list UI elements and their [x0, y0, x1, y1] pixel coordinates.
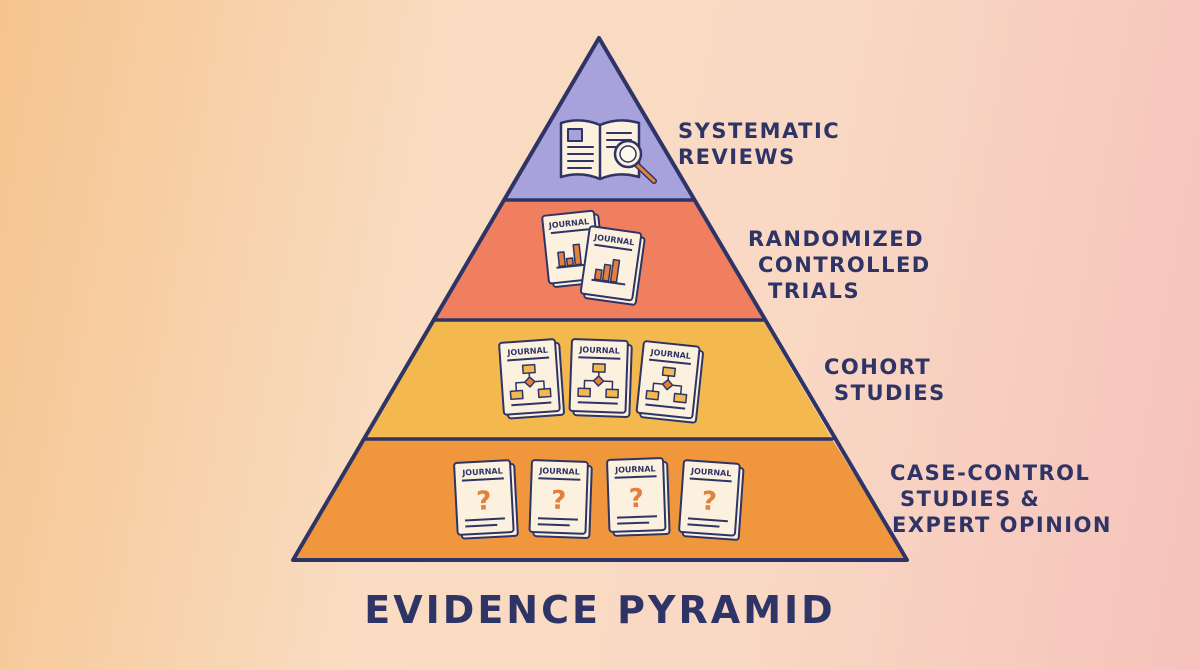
journal-label: JOURNAL: [461, 466, 503, 477]
pyramid-outline: [291, 36, 909, 562]
journal-question-icon: JOURNAL ?: [606, 457, 671, 537]
journal-label: JOURNAL: [578, 345, 620, 355]
journal-flowchart-icon: JOURNAL: [568, 338, 633, 418]
journal-label: JOURNAL: [547, 217, 589, 230]
label-line: REVIEWS: [678, 145, 796, 169]
journal-label: JOURNAL: [614, 464, 656, 474]
journal-question-icon: JOURNAL ?: [678, 459, 745, 541]
journal-label: JOURNAL: [649, 348, 691, 361]
question-mark: ?: [476, 486, 493, 517]
label-line: CONTROLLED: [758, 253, 931, 277]
journal-label: JOURNAL: [538, 466, 580, 476]
journal-question-icon: JOURNAL ?: [528, 459, 593, 539]
pyramid-tier-1: [505, 38, 693, 200]
pyramid-tier-4: [293, 439, 907, 560]
label-line: CASE-CONTROL: [890, 461, 1091, 485]
journal-question-icon: JOURNAL ?: [453, 459, 519, 540]
question-mark: ?: [628, 484, 644, 515]
journal-label: JOURNAL: [690, 466, 732, 478]
label-line: SYSTEMATIC: [678, 119, 841, 143]
journal-label: JOURNAL: [506, 346, 548, 358]
journal-flowchart-icon: JOURNAL: [635, 340, 704, 424]
diagram-title: EVIDENCE PYRAMID: [364, 588, 836, 632]
book-magnifier-icon: [559, 119, 657, 184]
label-systematic-reviews: SYSTEMATIC REVIEWS: [678, 118, 840, 170]
question-mark: ?: [551, 486, 567, 517]
label-line: RANDOMIZED: [748, 227, 924, 251]
question-mark: ?: [701, 486, 718, 517]
label-randomized-controlled-trials: RANDOMIZED CONTROLLED TRIALS: [748, 226, 931, 304]
label-cohort-studies: COHORT STUDIES: [824, 354, 946, 406]
label-line: COHORT: [824, 355, 932, 379]
label-line: EXPERT OPINION: [892, 513, 1113, 537]
journal-flowchart-icon: JOURNAL: [498, 338, 565, 420]
label-case-control-expert-opinion: CASE-CONTROL STUDIES & EXPERT OPINION: [890, 460, 1112, 538]
label-line: STUDIES: [834, 381, 946, 405]
label-line: TRIALS: [768, 279, 861, 303]
label-line: STUDIES &: [900, 487, 1041, 511]
journal-bar-chart-icon: JOURNAL: [579, 225, 646, 306]
